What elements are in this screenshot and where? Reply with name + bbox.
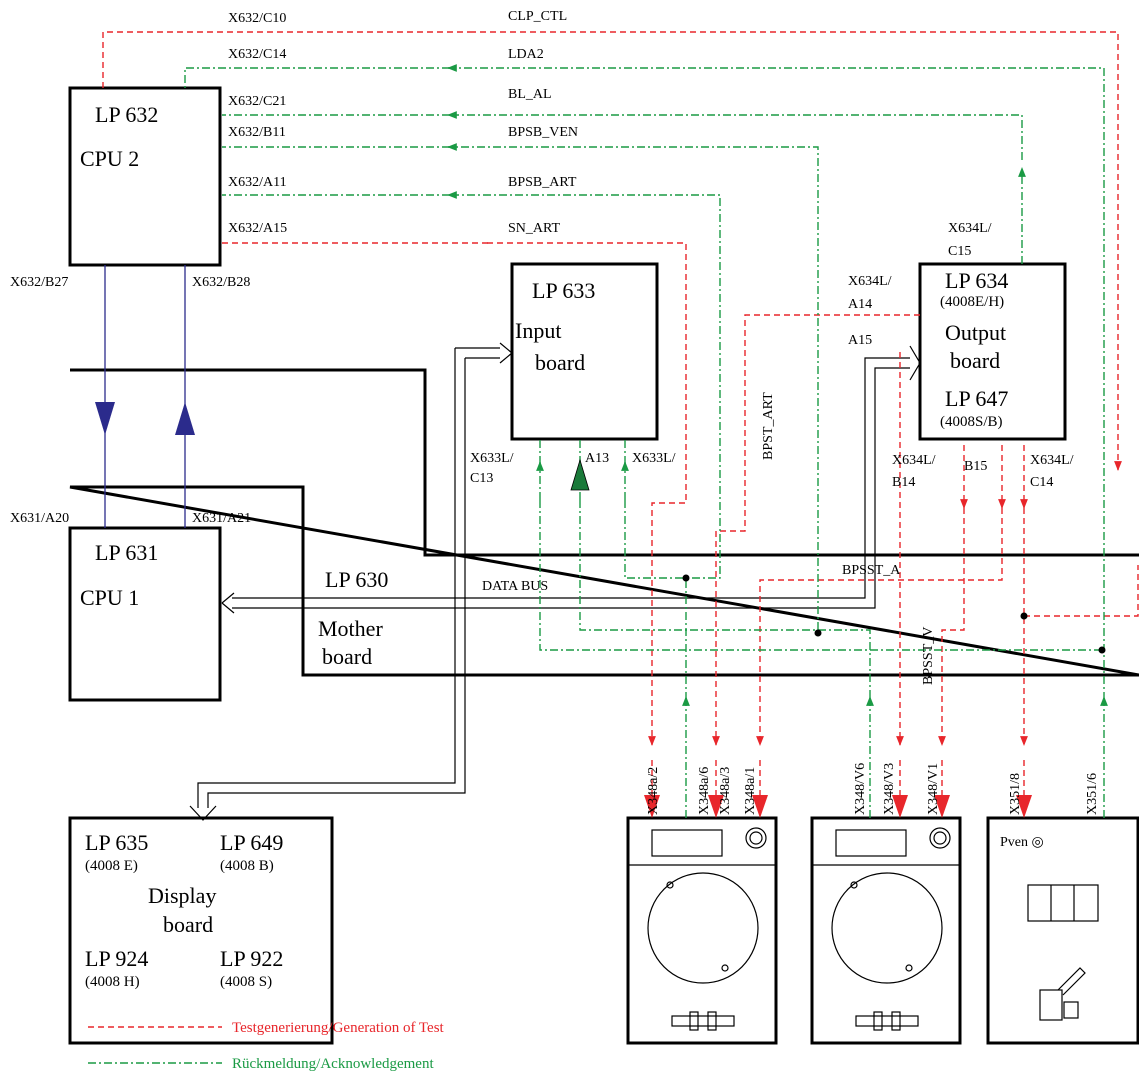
pin-x634-c15a: X634L/ <box>948 221 992 236</box>
cpu1-box <box>68 526 222 702</box>
signal-clp-ctl: CLP_CTL <box>508 9 567 24</box>
display-c635: (4008 E) <box>85 858 138 874</box>
pven-label: Pven ◎ <box>1000 835 1044 850</box>
red-arrowheads <box>644 795 1032 818</box>
output-board-sub1: Output <box>945 320 1006 345</box>
pin-x348-v1: X348/V1 <box>926 763 941 815</box>
pin-a15: X632/A15 <box>228 221 287 236</box>
pin-x634-c14b: C14 <box>1030 475 1053 490</box>
motherboard-sub2: board <box>322 644 372 669</box>
pin-x634-c15b: C15 <box>948 244 971 259</box>
cpu2-name: LP 632 <box>95 102 158 127</box>
output-board-code1: (4008E/H) <box>940 294 1004 310</box>
pin-b27: X632/B27 <box>10 275 68 290</box>
pin-a11: X632/A11 <box>228 175 287 190</box>
output-board-name: LP 634 <box>945 268 1008 293</box>
pin-x348a-1: X348a/1 <box>743 767 758 815</box>
output-board-name2: LP 647 <box>945 386 1008 411</box>
pin-x634-c14a: X634L/ <box>1030 453 1074 468</box>
red-connectors <box>651 760 1025 795</box>
cpu-link <box>104 265 186 528</box>
signal-data-bus: DATA BUS <box>482 579 548 594</box>
input-board-sub1: Input <box>515 318 561 343</box>
pin-x351-8: X351/8 <box>1008 773 1023 815</box>
motherboard-box <box>69 368 1139 677</box>
signal-bpsst-v: BPSST_V <box>921 627 936 685</box>
a13-arrow-icon <box>570 458 590 491</box>
ack-lines <box>184 64 1108 818</box>
display-c924: (4008 H) <box>85 974 140 990</box>
pin-a21: X631/A21 <box>192 511 251 526</box>
pin-x634-b14a: X634L/ <box>892 453 936 468</box>
pin-x634-a14a: X634L/ <box>848 274 892 289</box>
display-lp635: LP 635 <box>85 830 148 855</box>
input-board-box <box>510 262 659 441</box>
pven-unit <box>986 816 1139 1045</box>
data-bus <box>189 342 921 821</box>
motherboard-name: LP 630 <box>325 567 388 592</box>
pin-x348a-3: X348a/3 <box>718 767 733 815</box>
cpu2-box <box>68 86 222 267</box>
pin-x633-c13b: C13 <box>470 471 493 486</box>
cpu1-name: LP 631 <box>95 540 158 565</box>
pin-b28: X632/B28 <box>192 275 250 290</box>
pin-c10: X632/C10 <box>228 11 286 26</box>
instrument-2 <box>810 816 962 1045</box>
signal-bpsb-art: BPSB_ART <box>508 175 577 190</box>
pin-a20: X631/A20 <box>10 511 69 526</box>
pin-x634-b14b: B14 <box>892 475 915 490</box>
pin-b15: B15 <box>964 459 987 474</box>
up-arrow-icon <box>175 402 195 435</box>
pin-x348-v3: X348/V3 <box>882 763 897 815</box>
pin-a13: A13 <box>585 451 609 466</box>
junction-dots <box>682 574 1106 654</box>
display-c649: (4008 B) <box>220 858 274 874</box>
pin-x348-v6: X348/V6 <box>853 763 868 815</box>
input-board-name: LP 633 <box>532 278 595 303</box>
pin-c21: X632/C21 <box>228 94 286 109</box>
pin-x633b: X633L/ <box>632 451 676 466</box>
signal-lda2: LDA2 <box>508 47 544 62</box>
display-lp649: LP 649 <box>220 830 283 855</box>
instrument-1 <box>626 816 778 1045</box>
signal-bpsst-a: BPSST_A <box>842 563 901 578</box>
legend-ack-label: Rückmeldung/Acknowledgement <box>232 1056 434 1072</box>
display-title2: board <box>163 912 213 937</box>
signal-sn-art: SN_ART <box>508 221 561 236</box>
output-board-sub2: board <box>950 348 1000 373</box>
pin-x351-6: X351/6 <box>1085 773 1100 815</box>
pin-c14: X632/C14 <box>228 47 286 62</box>
pin-x348a-2: X348a/2 <box>646 767 661 815</box>
display-lp922: LP 922 <box>220 946 283 971</box>
signal-bl-al: BL_AL <box>508 87 552 102</box>
legend-test-label: Testgenerierung/Generation of Test <box>232 1020 445 1036</box>
cpu1-sub: CPU 1 <box>80 585 139 610</box>
output-board-code2: (4008S/B) <box>940 414 1003 430</box>
pin-x348a-6: X348a/6 <box>697 767 712 815</box>
display-c922: (4008 S) <box>220 974 272 990</box>
output-board-box <box>918 262 1067 441</box>
pin-a15o: A15 <box>848 333 872 348</box>
test-lines <box>102 31 1139 746</box>
motherboard-sub1: Mother <box>318 616 383 641</box>
pin-x634-a14b: A14 <box>848 297 872 312</box>
signal-bpst-art: BPST_ART <box>761 392 776 460</box>
pin-b11: X632/B11 <box>228 125 286 140</box>
signal-bpsb-ven: BPSB_VEN <box>508 125 578 140</box>
input-board-sub2: board <box>535 350 585 375</box>
display-title1: Display <box>148 883 216 908</box>
down-arrow-icon <box>95 402 115 435</box>
display-lp924: LP 924 <box>85 946 148 971</box>
pin-x633-c13a: X633L/ <box>470 451 514 466</box>
cpu2-sub: CPU 2 <box>80 146 139 171</box>
